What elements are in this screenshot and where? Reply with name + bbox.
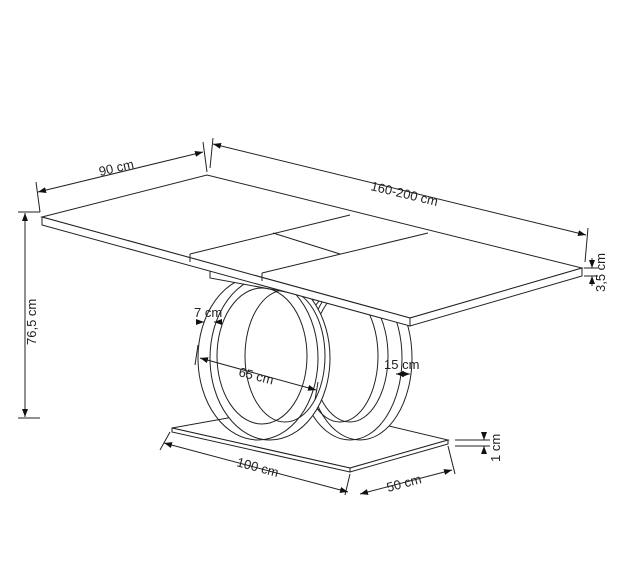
label-top-thickness: 3,5 cm <box>593 253 608 292</box>
label-base-depth: 50 cm <box>385 471 423 495</box>
label-top-length: 160-200 cm <box>369 178 439 209</box>
label-height: 76,5 cm <box>24 299 39 345</box>
label-base-thickness: 1 cm <box>488 434 503 462</box>
dimension-top-thickness: 3,5 cm <box>584 253 608 292</box>
label-base-length: 100 cm <box>235 454 280 480</box>
dimension-ring-thickness: 7 cm <box>194 305 222 325</box>
table-top <box>40 174 584 327</box>
label-top-depth: 90 cm <box>97 156 135 179</box>
label-ring-thickness: 7 cm <box>194 305 222 320</box>
dimension-ring-width: 15 cm <box>384 357 419 377</box>
ring-front <box>197 275 331 441</box>
dimension-height: 76,5 cm <box>18 211 40 419</box>
dimension-base-thickness: 1 cm <box>455 432 503 462</box>
label-ring-width: 15 cm <box>384 357 419 372</box>
